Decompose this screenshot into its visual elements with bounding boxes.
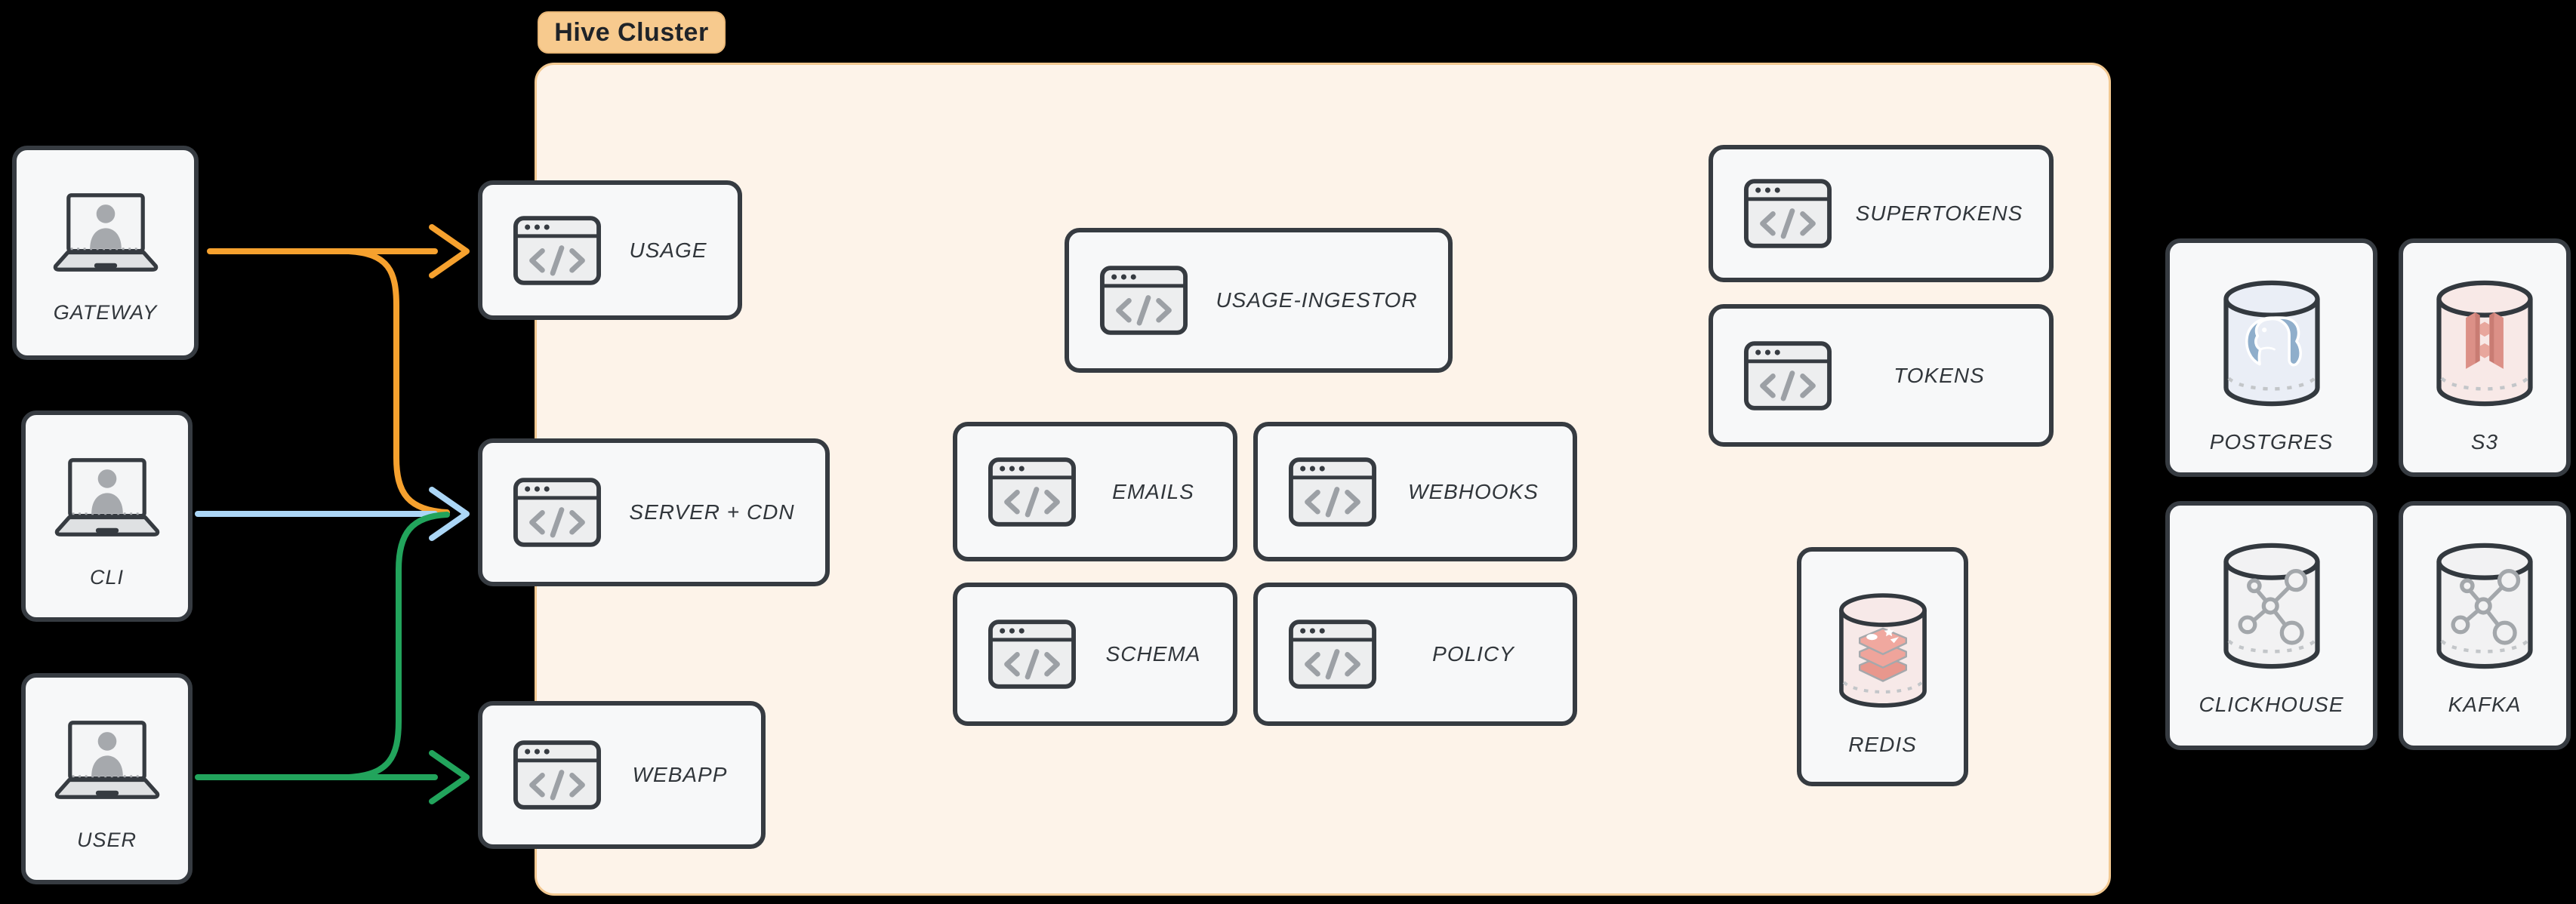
node-webapp: WEBAPP xyxy=(478,701,766,849)
code-window-icon xyxy=(513,739,602,810)
node-label: EMAILS xyxy=(1112,479,1194,503)
node-label: TOKENS xyxy=(1893,363,1985,387)
edge-user-server-cdn xyxy=(346,512,450,780)
node-webhooks: WEBHOOKS xyxy=(1253,422,1577,561)
code-window-icon xyxy=(513,215,602,286)
node-label: KAFKA xyxy=(2448,693,2522,716)
laptop-user-icon xyxy=(48,192,163,272)
node-supertokens: SUPERTOKENS xyxy=(1709,145,2054,282)
code-window-icon xyxy=(1288,457,1377,527)
code-window-icon xyxy=(1288,619,1377,690)
edge-gateway-usage xyxy=(207,224,470,278)
node-schema: SCHEMA xyxy=(953,583,1237,726)
arrowhead xyxy=(429,224,470,278)
code-window-icon xyxy=(513,477,602,548)
node-label: USAGE xyxy=(629,238,707,262)
laptop-user-icon xyxy=(50,457,165,537)
code-window-icon xyxy=(1743,340,1832,411)
node-label: USER xyxy=(76,829,137,851)
node-label: POSTGRES xyxy=(2209,430,2334,454)
node-label: WEBHOOKS xyxy=(1408,479,1539,503)
node-label: WEBAPP xyxy=(632,763,728,786)
edge-user-webapp xyxy=(195,750,470,804)
node-usage: USAGE xyxy=(478,180,742,320)
s3-database-icon xyxy=(2430,276,2540,410)
node-label: CLICKHOUSE xyxy=(2199,693,2344,716)
node-kafka: KAFKA xyxy=(2399,501,2571,750)
edge-gateway-server-cdn xyxy=(346,248,450,515)
node-label: S3 xyxy=(2470,430,2499,454)
node-label: SERVER + CDN xyxy=(629,500,795,524)
code-window-icon xyxy=(1099,265,1188,336)
node-cli: CLI xyxy=(21,410,193,622)
node-redis: REDIS xyxy=(1797,547,1968,786)
clickhouse-database-icon xyxy=(2217,539,2327,673)
edge-cli-server-cdn xyxy=(195,487,470,541)
redis-database-icon xyxy=(1830,589,1936,712)
node-label: USAGE-INGESTOR xyxy=(1216,288,1418,312)
arrowhead xyxy=(429,487,470,541)
node-label: GATEWAY xyxy=(53,301,158,324)
node-label: SUPERTOKENS xyxy=(1855,201,2023,225)
node-s3: S3 xyxy=(2399,238,2571,477)
code-window-icon xyxy=(1743,178,1832,249)
node-label: REDIS xyxy=(1848,733,1917,756)
node-gateway: GATEWAY xyxy=(12,146,199,360)
node-policy: POLICY xyxy=(1253,583,1577,726)
cluster-badge-label: Hive Cluster xyxy=(554,17,709,47)
node-usage-ingestor: USAGE-INGESTOR xyxy=(1065,228,1453,373)
cluster-badge: Hive Cluster xyxy=(538,11,726,54)
node-tokens: TOKENS xyxy=(1709,304,2054,447)
node-label: POLICY xyxy=(1432,642,1514,666)
postgres-database-icon xyxy=(2217,276,2327,410)
node-emails: EMAILS xyxy=(953,422,1237,561)
code-window-icon xyxy=(988,619,1077,690)
node-user: USER xyxy=(21,673,193,884)
node-server-cdn: SERVER + CDN xyxy=(478,438,830,586)
arrowhead xyxy=(429,750,470,804)
laptop-user-icon xyxy=(50,720,165,800)
node-label: SCHEMA xyxy=(1105,642,1201,666)
node-clickhouse: CLICKHOUSE xyxy=(2165,501,2377,750)
node-label: CLI xyxy=(89,566,125,589)
code-window-icon xyxy=(988,457,1077,527)
node-postgres: POSTGRES xyxy=(2165,238,2377,477)
kafka-database-icon xyxy=(2430,539,2540,673)
